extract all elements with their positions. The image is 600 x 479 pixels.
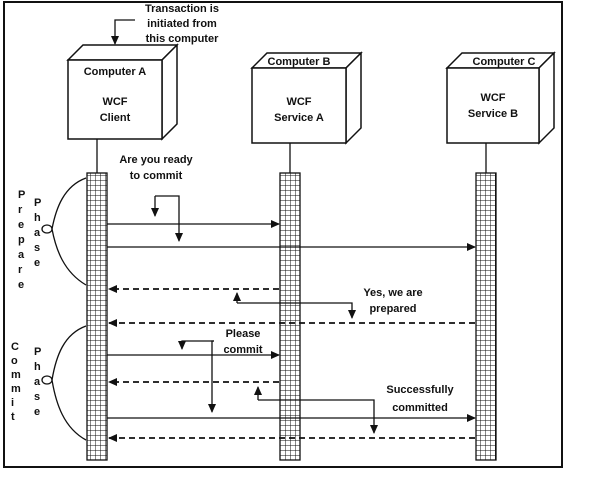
- note-line-1: Transaction is: [145, 3, 219, 15]
- computer-c: Computer C WCF Service B: [445, 51, 556, 145]
- diagram-frame: [3, 1, 563, 468]
- please-commit-label: Please commit: [178, 328, 263, 413]
- computer-b-role-2: Service A: [274, 112, 324, 124]
- computer-b-role-1: WCF: [286, 96, 311, 108]
- ready-line-2: to commit: [130, 170, 183, 182]
- lifeline-a: [86, 172, 108, 461]
- computer-b-name: Computer B: [268, 56, 331, 68]
- computer-c-role-1: WCF: [480, 92, 505, 104]
- prepared-label: Yes, we are prepared: [233, 287, 423, 319]
- please-line-2: commit: [223, 344, 262, 356]
- commit-phase-bracket: [41, 325, 87, 441]
- computer-c-name: Computer C: [473, 56, 536, 68]
- note-arrow: [111, 19, 135, 45]
- computer-b: Computer B WCF Service A: [250, 51, 363, 145]
- note-line-2: initiated from: [147, 18, 217, 30]
- ready-label: Are you ready to commit: [119, 154, 194, 242]
- please-line-1: Please: [226, 328, 261, 340]
- lifeline-c: [475, 172, 497, 461]
- computer-a: Computer A WCF Client: [66, 43, 179, 141]
- computer-c-role-2: Service B: [468, 108, 518, 120]
- ready-line-1: Are you ready: [119, 154, 193, 166]
- computer-a-role-1: WCF: [102, 96, 127, 108]
- prepared-line-2: prepared: [369, 303, 416, 315]
- prepare-phase-bracket: [41, 177, 87, 286]
- note-line-3: this computer: [146, 33, 219, 45]
- lifeline-b: [279, 172, 301, 461]
- prepared-line-1: Yes, we are: [363, 287, 422, 299]
- committed-label: Successfully committed: [254, 384, 455, 434]
- initiator-note: Transaction is initiated from this compu…: [111, 3, 219, 45]
- success-line-2: committed: [392, 402, 448, 414]
- computer-a-name: Computer A: [84, 66, 147, 78]
- success-line-1: Successfully: [386, 384, 454, 396]
- computer-a-role-2: Client: [100, 112, 131, 124]
